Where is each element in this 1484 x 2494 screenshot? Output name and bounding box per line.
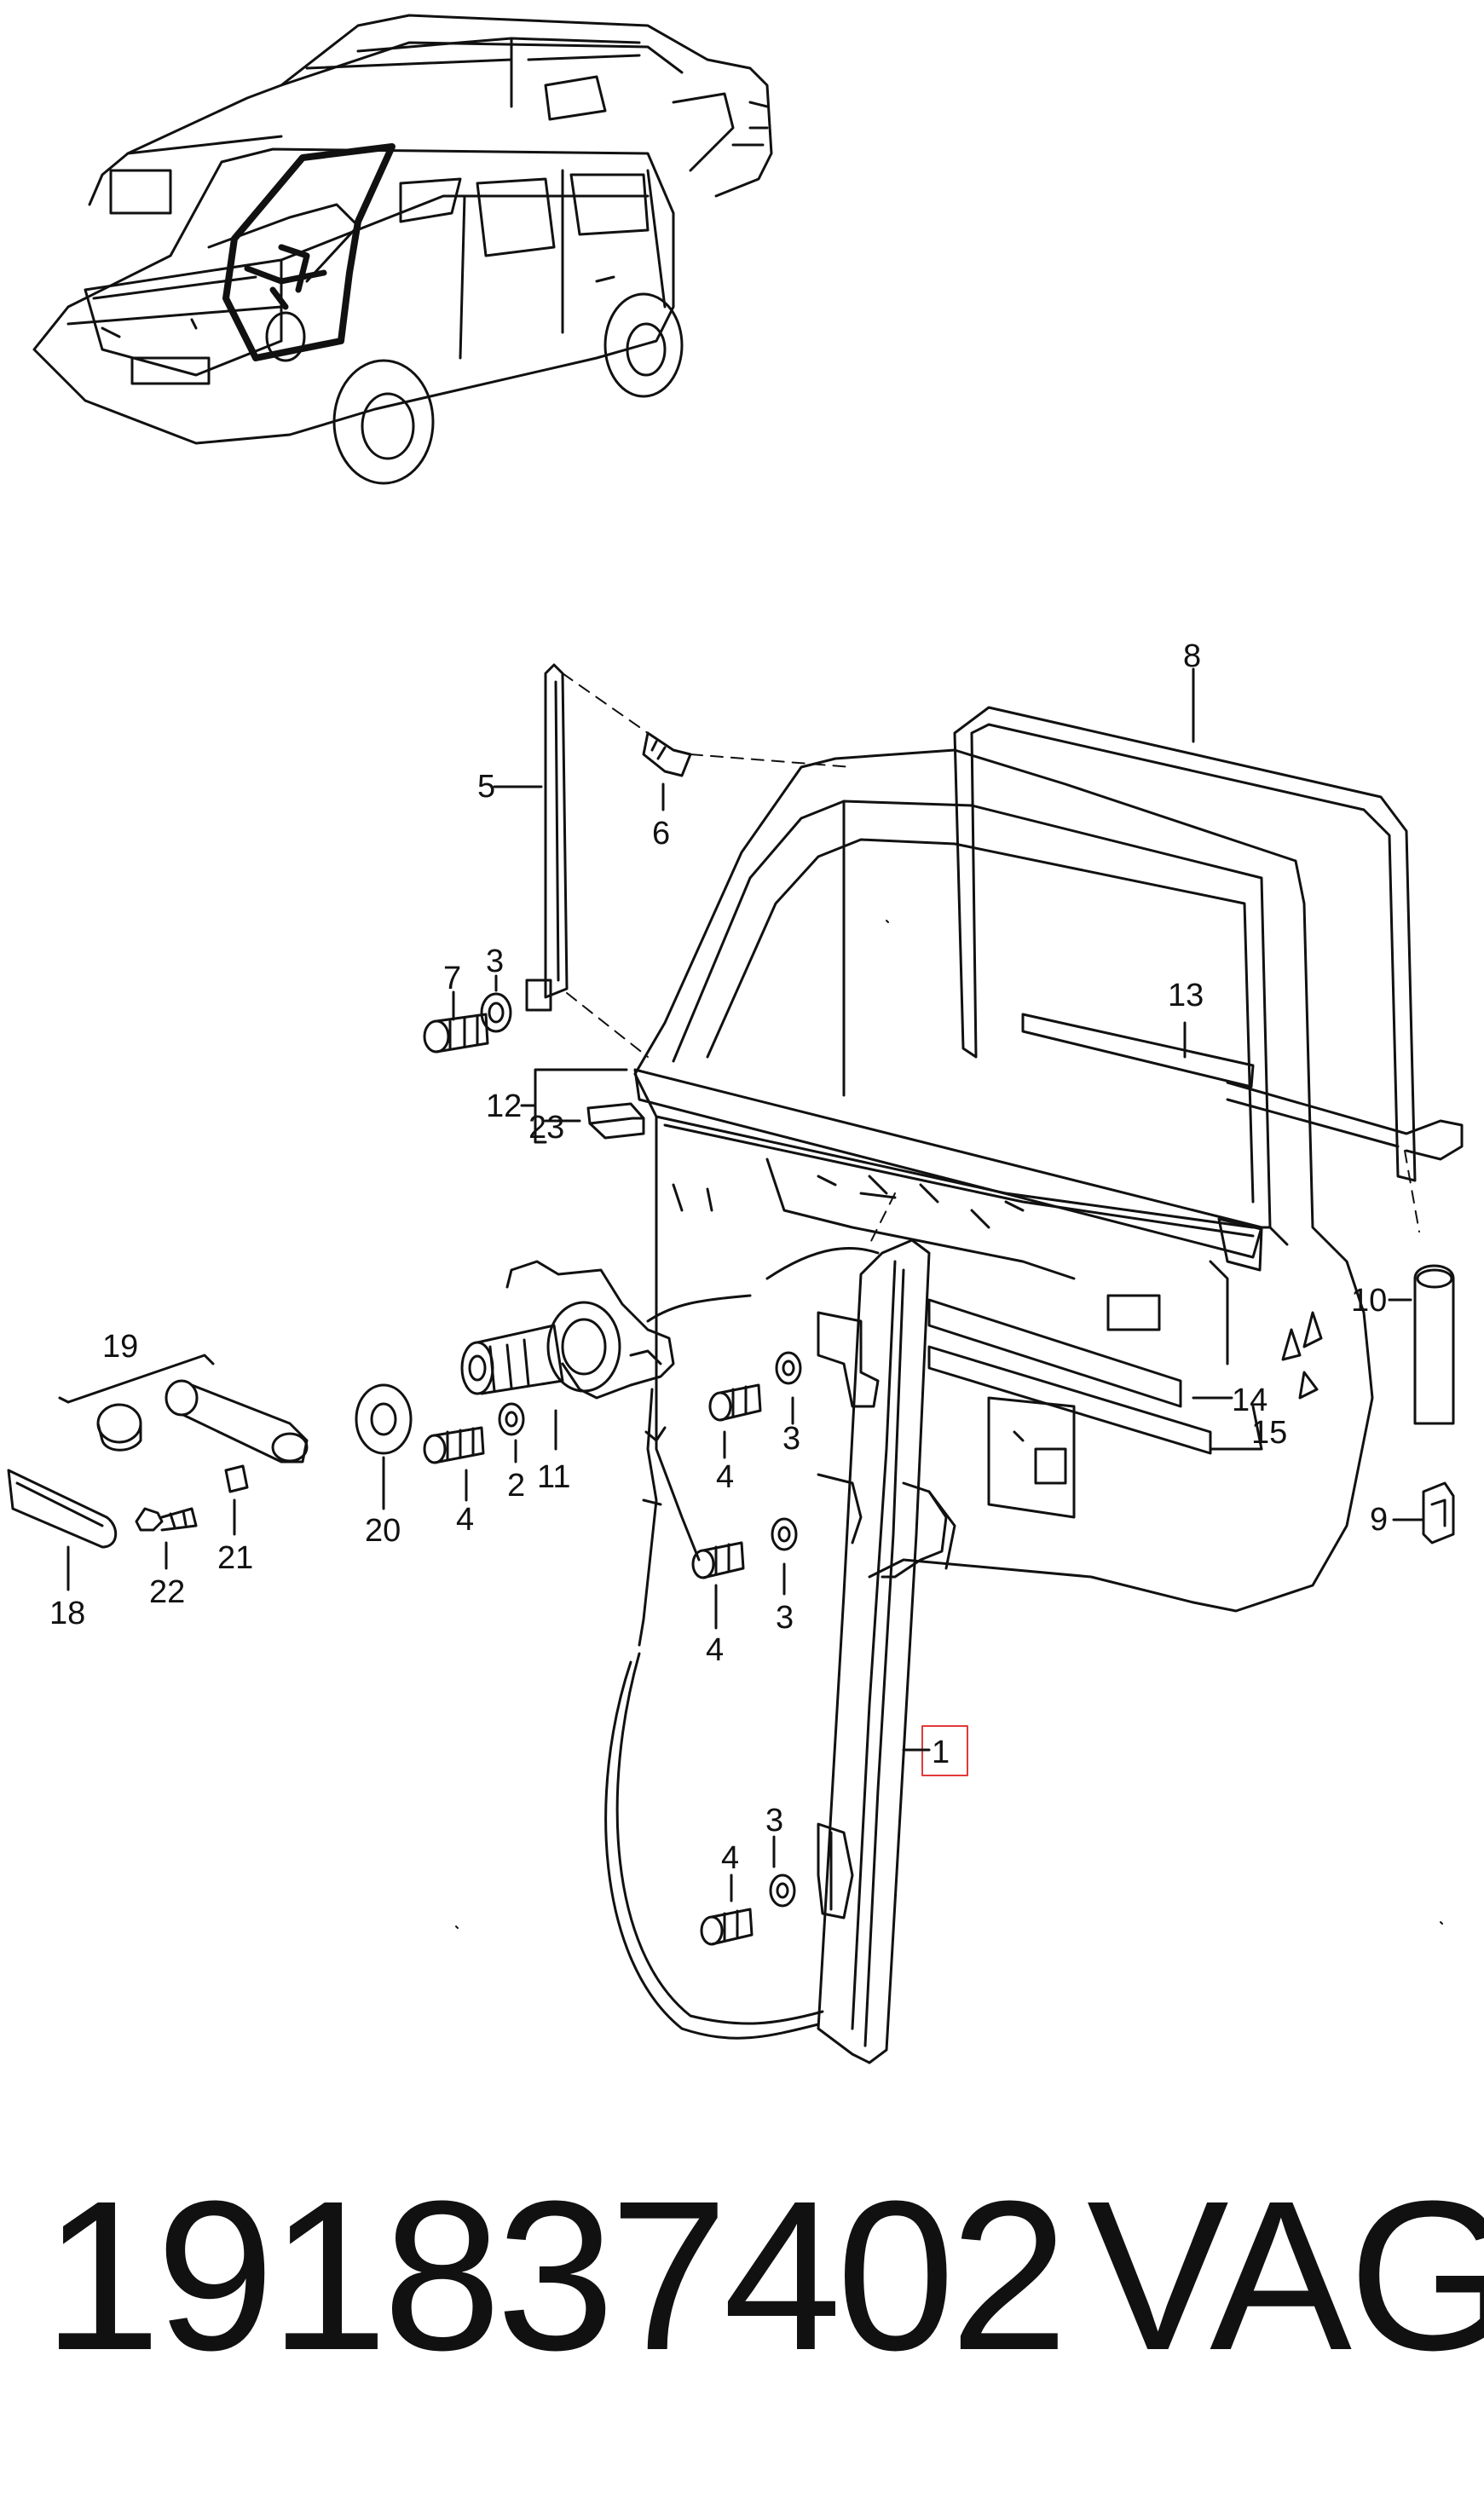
callout-3a: 3 [486,944,504,979]
callout-4b: 4 [716,1459,734,1495]
callout-4d: 4 [721,1840,739,1876]
callout-10: 10 [1351,1283,1387,1319]
part-12-bracket-group [520,1068,645,1144]
callout-3d: 3 [765,1803,783,1839]
callout-9: 9 [1370,1502,1388,1538]
mount-hardware-upper [708,1351,802,1459]
part-10-cap [1388,1264,1455,1425]
part-9-clip [1392,1481,1455,1544]
part-1-window-regulator [604,1238,968,2064]
part-14-15-strips [927,1298,1263,1455]
callout-4a: 4 [456,1502,474,1538]
part-21-clip [224,1464,249,1536]
callout-8: 8 [1183,638,1201,674]
callout-18: 18 [49,1596,85,1631]
callout-23: 23 [528,1110,564,1146]
sight-lines [562,673,1420,1245]
callout-7: 7 [443,961,461,996]
callout-2: 2 [507,1468,525,1504]
part-19-crank-handle [58,1354,309,1463]
car-illustration [32,14,773,485]
part-18-trim [7,1469,118,1591]
part-4-bolt-left [423,1426,485,1502]
callout-11: 11 [537,1459,570,1495]
part-8-door-seal [953,667,1464,1182]
callout-22: 22 [149,1574,185,1610]
part-6-screw [642,731,692,811]
part-20-escutcheon [355,1383,413,1510]
part-2-washer [498,1402,525,1463]
part-22-screw [135,1507,198,1570]
callout-3c: 3 [776,1600,794,1636]
callout-6: 6 [652,816,670,852]
callout-3b: 3 [782,1421,800,1457]
callout-1: 1 [932,1735,950,1770]
brand-name: VAG [1087,2156,1484,2394]
part-number: 191837402 [43,2156,1068,2394]
callout-15: 15 [1251,1415,1287,1451]
part-5-rear-channel [493,663,569,1012]
part-13-strip [1021,1013,1255,1088]
callout-4c: 4 [706,1632,724,1668]
part-7-bolt [423,990,489,1054]
mount-hardware-middle [691,1517,798,1630]
callout-5: 5 [477,769,495,805]
part-3-washer-a [480,974,512,1033]
door-shell [633,748,1374,1613]
callout-12: 12 [486,1088,522,1124]
callout-14: 14 [1232,1383,1267,1418]
callout-21: 21 [217,1540,253,1576]
texture-dots [455,920,1443,1929]
part-11-drive [460,1260,675,1451]
callout-19: 19 [102,1329,138,1365]
mount-hardware-lower [700,1835,796,1946]
callout-13: 13 [1168,978,1204,1013]
callout-20: 20 [365,1513,401,1549]
